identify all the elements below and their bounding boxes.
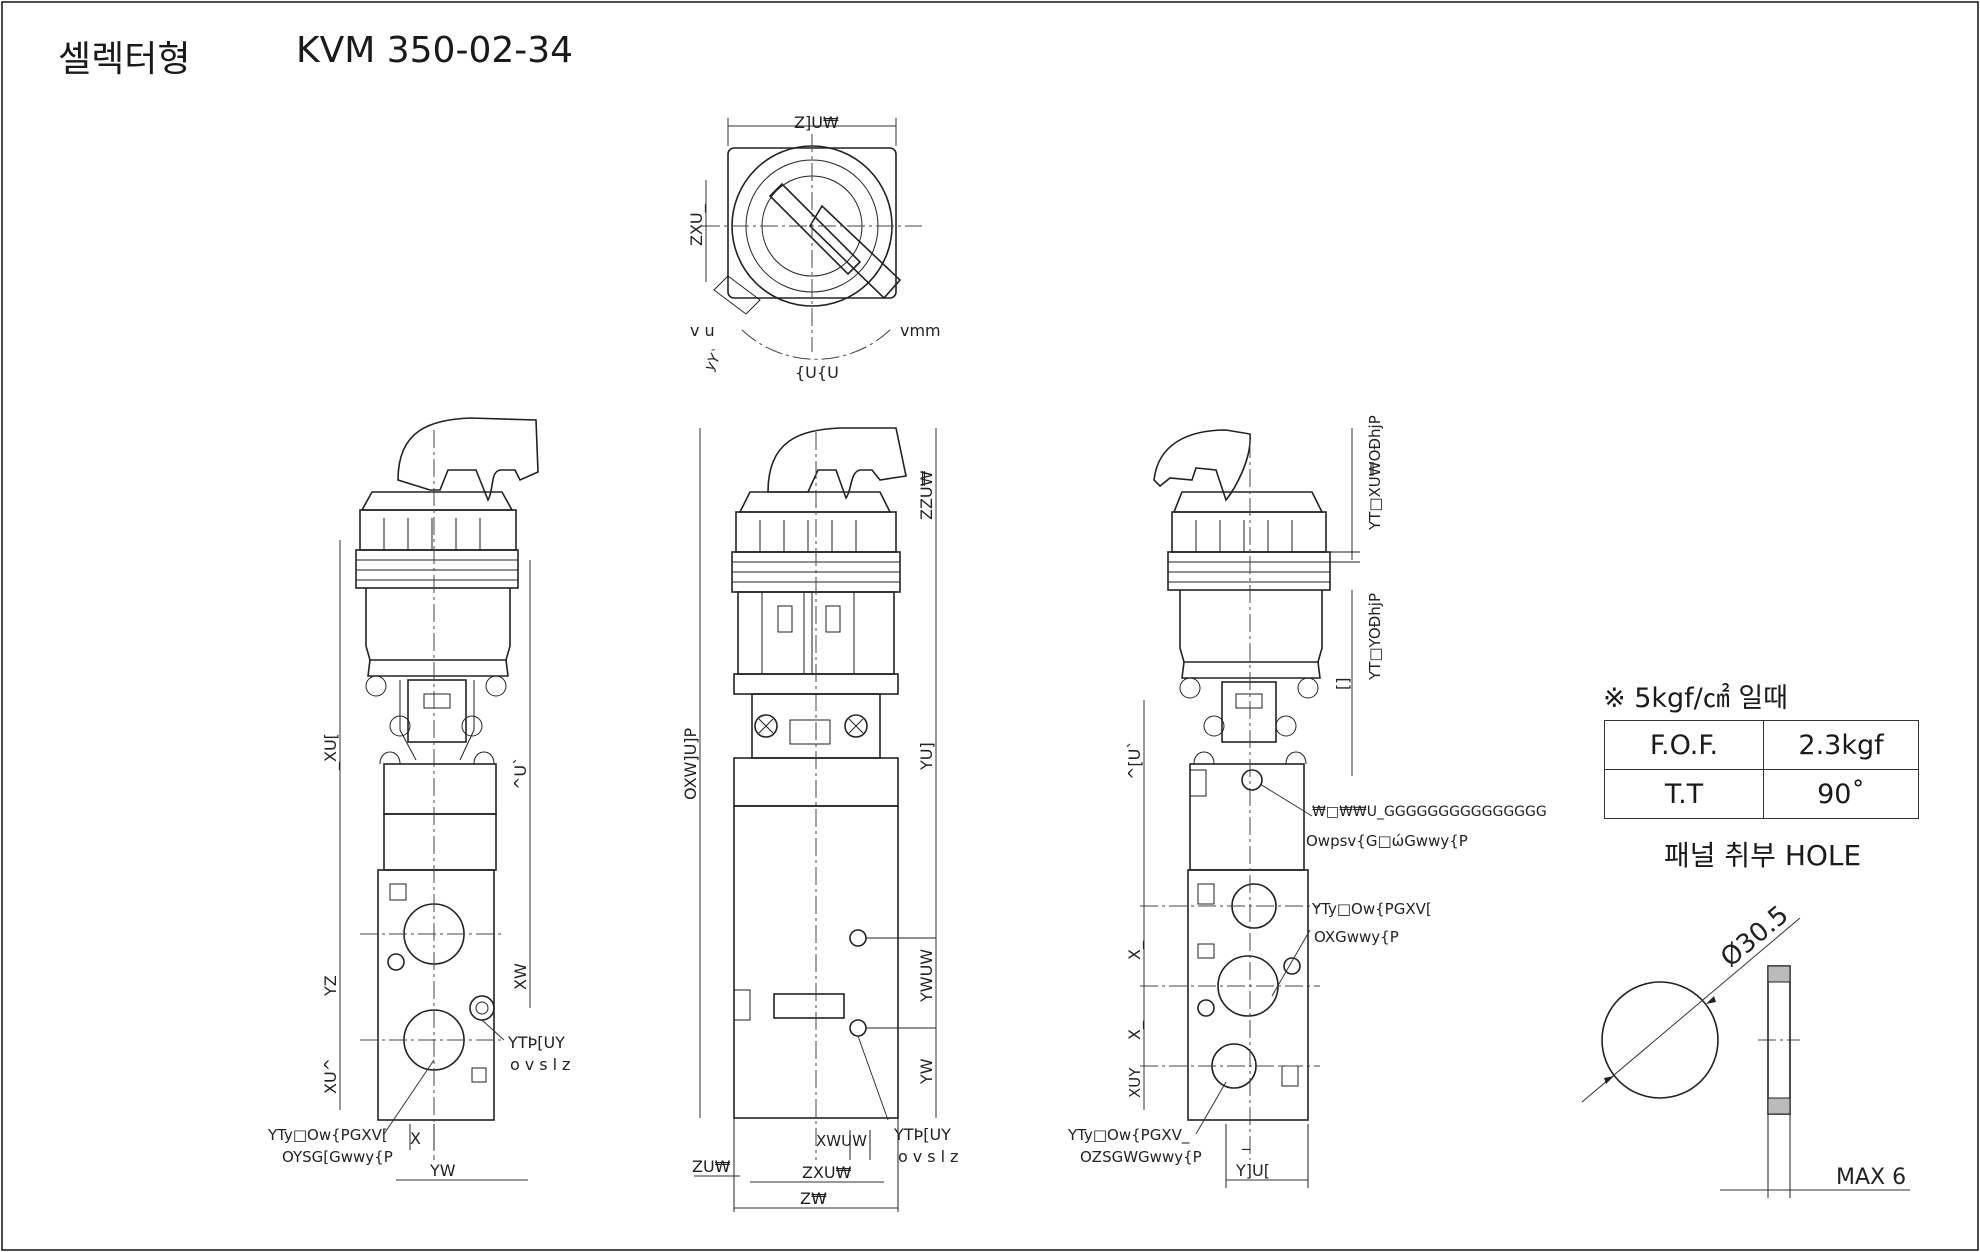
- right-dim-bottom: XUY: [1126, 1067, 1144, 1098]
- top-dim-width: Z]U₩: [794, 113, 839, 132]
- right-dim-bottom-w: Y]U[: [1235, 1161, 1270, 1180]
- panel-hole-diameter: Ø30.5: [1715, 900, 1794, 973]
- top-dim-height: ZXU_: [687, 203, 707, 246]
- right-upper-block: [1189, 763, 1305, 871]
- left-cap-bands: [355, 549, 519, 589]
- panel-hole-diameter-line: [1581, 917, 1801, 1103]
- left-port-label2: ovslz: [510, 1055, 575, 1074]
- front-dim-mid: YWUW: [917, 949, 936, 1003]
- left-view: _XU[ ^U` YZ XU^ XW YTÞ[UY ovslz YTy□Ow{P…: [267, 417, 575, 1181]
- front-dim-bottom-c: Z₩: [800, 1189, 827, 1208]
- front-port-label: YTÞ[UY: [893, 1125, 951, 1144]
- panel-hole-title: 패널 취부 HOLE: [1664, 839, 1862, 872]
- left-port-note: OYSG[Gwwy{P: [282, 1148, 393, 1166]
- right-view: ^[U` X_ X_ XUY YT□XU₩OÐhjP YT□YOÐhjP [] …: [1067, 415, 1547, 1188]
- right-cap-ribs: [1171, 511, 1327, 553]
- front-dim-lower: YW: [917, 1058, 936, 1085]
- spec-key: F.O.F.: [1604, 720, 1764, 770]
- right-dim-top2: YT□YOÐhjP: [1366, 593, 1384, 681]
- top-angle-small: yY`: [702, 345, 728, 374]
- model-number: KVM 350-02-34: [296, 30, 574, 71]
- front-view: OXW]U]P ZZU₩ YU] YWUW YW YTÞ[UY ovslz ZU…: [681, 427, 963, 1212]
- top-view: Z]U₩ ZXU_ v u vmm {U{U yY`: [687, 113, 941, 382]
- spec-value: 90˚: [1763, 769, 1919, 819]
- left-stem: [407, 679, 467, 743]
- front-dim-bottom-b: ZXU₩: [802, 1163, 852, 1182]
- right-knob-body: [1179, 590, 1323, 663]
- right-port-thread-b: YTy□Ow{PGXV_: [1067, 1126, 1190, 1145]
- front-lever: [767, 427, 907, 500]
- left-dim-side: XW: [511, 963, 530, 990]
- left-dim-stem: ^U`: [511, 757, 530, 790]
- top-lever-ghost: [713, 275, 761, 315]
- top-angle-left: v u: [690, 321, 715, 340]
- right-dim-gap: []: [1333, 678, 1352, 690]
- right-dim-underscore: _: [1241, 1131, 1251, 1151]
- right-label-spring2: Owpsv{G□ώGwwy{P: [1306, 832, 1468, 850]
- left-dim-total: _XU[: [321, 733, 341, 771]
- front-dim-bottom-d: XWUW: [816, 1132, 867, 1150]
- right-port-thread: YTy□Ow{PGXV[: [1311, 900, 1432, 918]
- right-dim-stem: ^[U`: [1125, 741, 1144, 780]
- product-type-title: 셀렉터형: [58, 39, 191, 80]
- spec-table: F.O.F. 2.3kgf T.T 90˚: [1604, 720, 1919, 819]
- front-dim-body: YU]: [917, 742, 936, 771]
- spec-key: T.T: [1604, 769, 1764, 819]
- left-knob-body: [365, 588, 511, 661]
- left-upper-block: [383, 763, 497, 815]
- left-dim-port-bottom: XU^: [321, 1058, 340, 1094]
- spec-value: 2.3kgf: [1763, 720, 1919, 770]
- left-dim-port-pitch: YZ: [321, 975, 340, 997]
- left-cap-ribs: [359, 509, 517, 551]
- panel-hole-view: Ø30.5 MAX 6: [1581, 900, 1910, 1198]
- right-dim-upper: X_: [1125, 940, 1145, 960]
- top-rotation-arc: [741, 327, 893, 360]
- panel-thickness: MAX 6: [1836, 1165, 1906, 1190]
- top-angle-arc: {U{U: [795, 363, 839, 382]
- right-dim-top: YT□XU₩OÐhjP: [1366, 415, 1384, 531]
- top-angle-right: vmm: [900, 321, 941, 340]
- front-dim-head: ZZU₩: [917, 470, 936, 520]
- front-valve-body: [733, 805, 899, 1119]
- left-port-thread: YTy□Ow{PGXV[: [267, 1126, 388, 1144]
- right-port-note: OXGwwy{P: [1314, 928, 1399, 946]
- right-valve-body: [1187, 869, 1309, 1121]
- spec-row: F.O.F. 2.3kgf: [1604, 720, 1919, 770]
- right-label-spring: ₩□₩₩U_GGGGGGGGGGGGGGG: [1312, 804, 1547, 820]
- right-lever: [1153, 429, 1251, 502]
- left-lever: [397, 417, 539, 502]
- left-port-label: YTÞ[UY: [507, 1033, 565, 1052]
- panel-hole-circle: [1601, 981, 1719, 1099]
- front-dim-bottom-a: ZU₩: [692, 1157, 731, 1176]
- spec-row: T.T 90˚: [1604, 769, 1919, 819]
- left-dim-yw: YW: [429, 1161, 456, 1180]
- right-dim-lower: X_: [1125, 1020, 1145, 1040]
- front-port-label2: ovslz: [898, 1147, 963, 1166]
- top-lever-slot: [768, 182, 862, 276]
- front-dim-total: OXW]U]P: [681, 727, 700, 800]
- right-port-note-b: OZSGWGwwy{P: [1080, 1148, 1202, 1166]
- top-lever-handle: [808, 204, 902, 300]
- front-knob-body: [737, 591, 895, 675]
- spec-condition-note: ※ 5kgf/㎠ 일때: [1603, 683, 1789, 714]
- left-dim-x: X: [410, 1129, 421, 1148]
- left-valve-body: [377, 869, 495, 1121]
